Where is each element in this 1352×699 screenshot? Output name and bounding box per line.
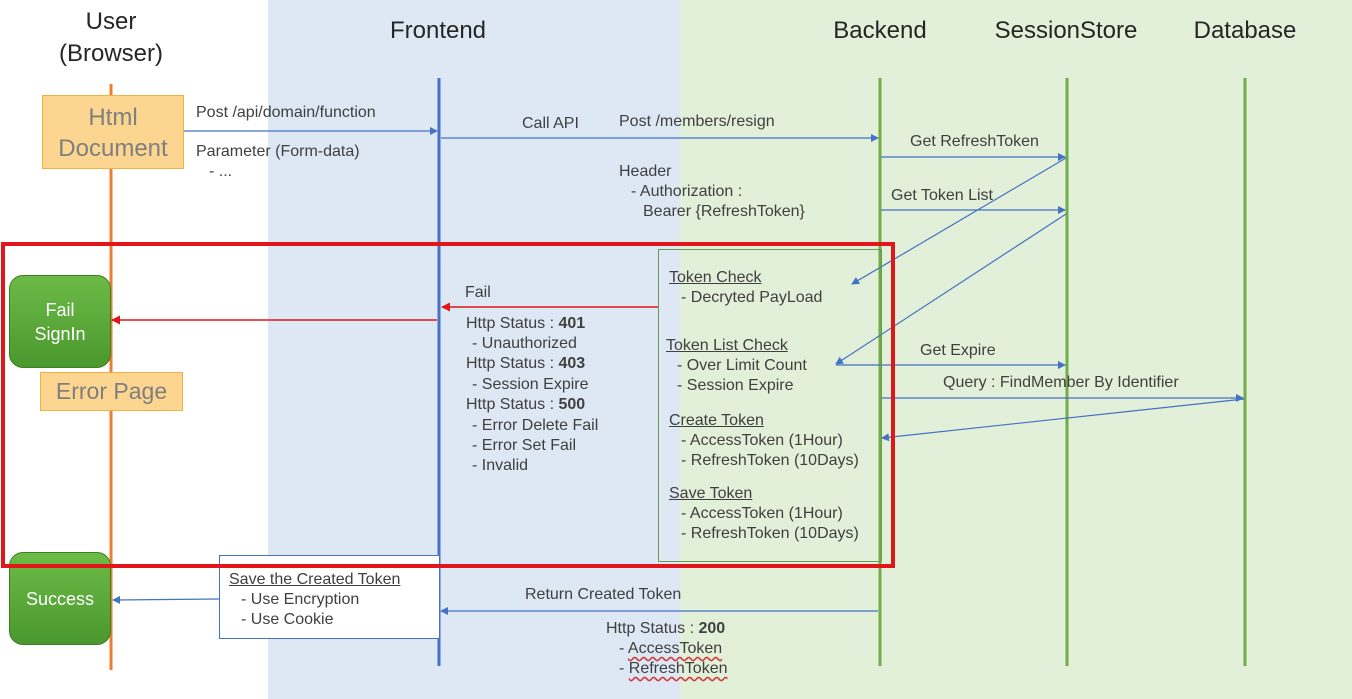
header-user-line1: User — [85, 8, 137, 35]
dash: - — [619, 660, 629, 677]
status-code-401: 401 — [558, 315, 586, 332]
status-prefix: Http Status : — [466, 396, 559, 413]
query-member-label: Query : FindMember By Identifier — [943, 374, 1179, 391]
status-code-200: 200 — [698, 620, 726, 637]
get-expire-label: Get Expire — [920, 342, 996, 359]
create-token-item1: - AccessToken (1Hour) — [681, 432, 843, 449]
get-token-list-label: Get Token List — [891, 187, 993, 204]
save-token-item2: - RefreshToken (10Days) — [681, 525, 859, 542]
request-post-path: Post /api/domain/function — [196, 104, 376, 121]
call-api-authorization: - Authorization : — [631, 183, 743, 200]
status-403: Http Status : 403 — [466, 354, 585, 374]
frontend-save-item1: - Use Encryption — [241, 591, 360, 608]
fail-highlight-frame — [1, 242, 895, 568]
status-prefix: Http Status : — [606, 620, 699, 637]
header-backend: Backend — [833, 17, 927, 44]
success-refresh-token: - RefreshToken — [619, 659, 728, 679]
token-list-check-item1: - Over Limit Count — [677, 357, 807, 374]
backend-process-box — [658, 249, 882, 562]
arrow-success-to-user — [112, 595, 220, 604]
status-500: Http Status : 500 — [466, 395, 585, 415]
request-param-item: - ... — [209, 163, 233, 180]
html-document-line1: Html — [88, 104, 138, 131]
status-403-desc: - Session Expire — [472, 376, 589, 393]
frontend-save-title: Save the Created Token — [229, 571, 401, 588]
status-401: Http Status : 401 — [466, 314, 585, 334]
fail-signin-node: Fail SignIn — [9, 275, 111, 368]
arrow-member-return — [881, 398, 1245, 442]
header-user-line2: (Browser) — [58, 40, 163, 67]
fail-label: Fail — [465, 284, 491, 301]
fail-signin-line2: SignIn — [34, 323, 86, 344]
status-prefix: Http Status : — [466, 315, 559, 332]
fail-signin-line1: Fail — [45, 299, 75, 320]
arrow-token-list-return — [835, 213, 1067, 365]
token-list-check-item2: - Session Expire — [677, 377, 794, 394]
refresh-token-text: RefreshToken — [628, 660, 728, 677]
save-token-item1: - AccessToken (1Hour) — [681, 505, 843, 522]
arrow-refresh-token-return — [851, 157, 1067, 285]
call-api-post-path: Post /members/resign — [619, 113, 775, 130]
status-prefix: Http Status : — [466, 355, 559, 372]
token-check-title: Token Check — [669, 269, 762, 286]
call-api-bearer: Bearer {RefreshToken} — [643, 203, 805, 220]
dash: - — [619, 640, 628, 657]
access-token-text: AccessToken — [627, 640, 723, 657]
backend-lane-background — [680, 0, 1352, 699]
header-frontend: Frontend — [389, 17, 487, 44]
success-access-token: - AccessToken — [619, 639, 722, 659]
status-code-403: 403 — [558, 355, 586, 372]
status-401-desc: - Unauthorized — [472, 335, 577, 352]
call-api-header: Header — [619, 163, 672, 180]
call-api-label: Call API — [522, 115, 579, 132]
html-document-line2: Document — [58, 135, 168, 162]
status-500-desc-b: - Error Set Fail — [472, 437, 577, 454]
create-token-item2: - RefreshToken (10Days) — [681, 452, 859, 469]
get-refresh-token-label: Get RefreshToken — [910, 133, 1039, 150]
frontend-save-item2: - Use Cookie — [241, 611, 334, 628]
save-token-title: Save Token — [669, 485, 753, 502]
status-500-desc-a: - Error Delete Fail — [472, 417, 599, 434]
frontend-save-box — [219, 555, 440, 639]
error-page-box: Error Page — [40, 372, 183, 411]
return-created-token-label: Return Created Token — [525, 586, 682, 603]
status-200: Http Status : 200 — [606, 619, 725, 639]
status-code-500: 500 — [558, 396, 586, 413]
token-check-item1: - Decryted PayLoad — [681, 289, 823, 306]
token-list-check-title: Token List Check — [666, 337, 788, 354]
html-document-box: Html Document — [42, 95, 184, 169]
create-token-title: Create Token — [669, 412, 764, 429]
header-session-store: SessionStore — [994, 17, 1138, 44]
request-parameter: Parameter (Form-data) — [196, 143, 360, 160]
header-database: Database — [1193, 17, 1297, 44]
header-user: User (Browser) — [40, 6, 182, 70]
status-500-desc-c: - Invalid — [472, 457, 529, 474]
